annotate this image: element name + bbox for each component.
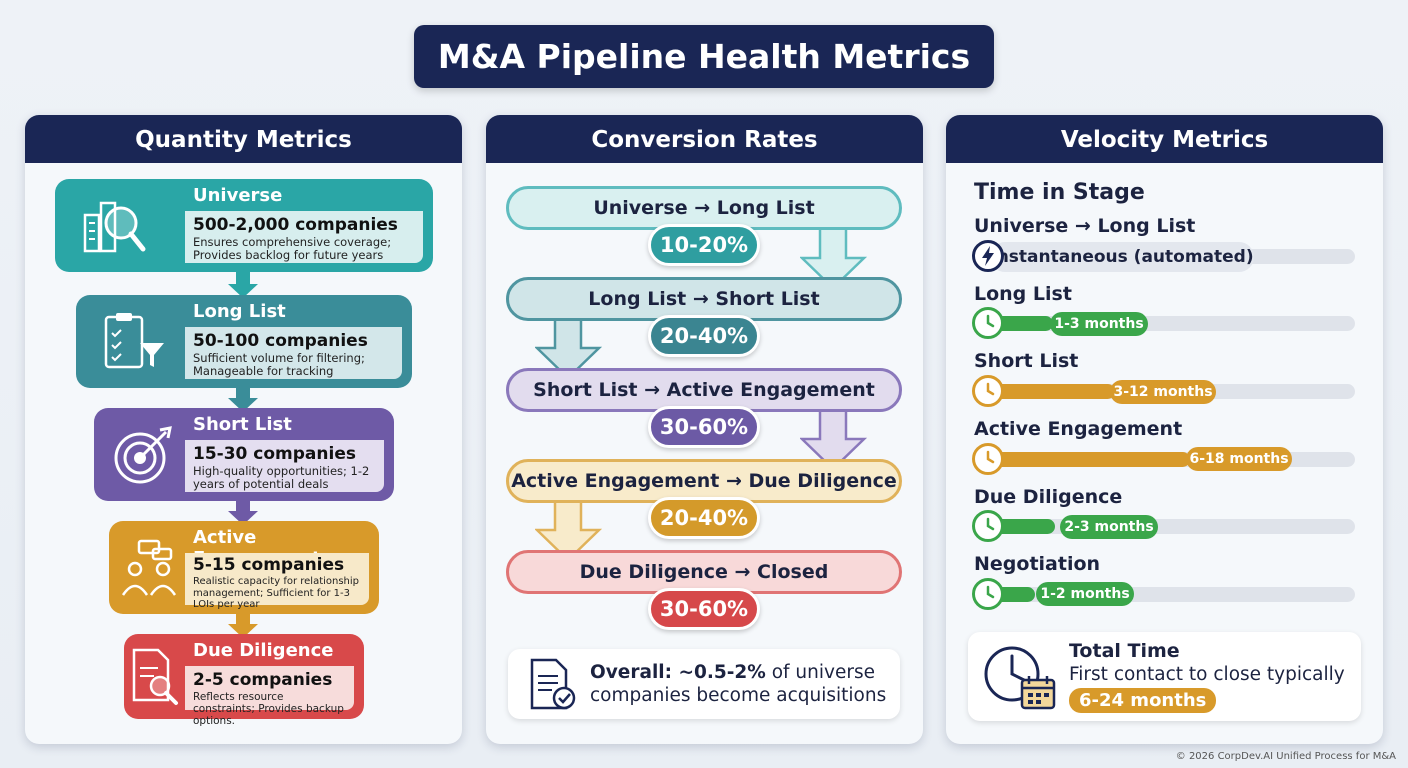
stage-count: 5-15 companies bbox=[193, 555, 345, 575]
velocity-stage-label: Short List bbox=[974, 350, 1079, 372]
conversion-stage: Universe → Long List bbox=[506, 186, 902, 230]
footer-copyright: © 2026 CorpDev.AI Unified Process for M&… bbox=[1175, 751, 1396, 762]
document-check-icon bbox=[530, 658, 576, 710]
total-time-title: Total Time bbox=[1069, 640, 1180, 662]
velocity-duration-badge: 1-2 months bbox=[1036, 582, 1134, 606]
target-icon bbox=[114, 426, 172, 484]
stage-count: 15-30 companies bbox=[193, 444, 356, 464]
down-arrow-icon bbox=[228, 499, 258, 525]
conversion-rate-badge: 20-40% bbox=[648, 497, 760, 539]
total-time-card: Total Time First contact to close typica… bbox=[968, 632, 1361, 721]
velocity-duration-badge: 1-3 months bbox=[1050, 312, 1148, 336]
stage-description: Sufficient volume for filtering; Managea… bbox=[193, 351, 365, 378]
overall-rate: Overall: ~0.5-2% bbox=[590, 662, 766, 683]
velocity-duration-badge: 3-12 months bbox=[1110, 380, 1216, 404]
clock-calendar-icon bbox=[984, 646, 1056, 710]
clock-icon bbox=[972, 375, 1004, 407]
conversion-rate-badge: 20-40% bbox=[648, 315, 760, 357]
velocity-duration-badge: 2-3 months bbox=[1060, 515, 1158, 539]
quantity-card-universe: Universe 500-2,000 companies Ensures com… bbox=[55, 179, 433, 272]
meeting-icon bbox=[121, 539, 177, 596]
velocity-stage-label: Active Engagement bbox=[974, 418, 1183, 440]
velocity-stage-label: Long List bbox=[974, 283, 1072, 305]
velocity-stage-label: Universe → Long List bbox=[974, 215, 1196, 237]
quantity-card-active-engagement: Active Engagement 5-15 companies Realist… bbox=[109, 521, 379, 614]
stage-count: 500-2,000 companies bbox=[193, 215, 398, 235]
overall-conversion-card: Overall: ~0.5-2% of universe companies b… bbox=[508, 649, 900, 719]
stage-count: 2-5 companies bbox=[193, 670, 333, 690]
quantity-card-short-list: Short List 15-30 companies High-quality … bbox=[94, 408, 394, 501]
clock-icon bbox=[972, 578, 1004, 610]
conversion-stage: Short List → Active Engagement bbox=[506, 368, 902, 412]
conversion-rate-badge: 10-20% bbox=[648, 224, 760, 266]
velocity-fill bbox=[975, 384, 1115, 399]
stage-name: Due Diligence bbox=[193, 640, 334, 661]
velocity-stage-label: Negotiation bbox=[974, 553, 1101, 575]
velocity-panel-heading: Velocity Metrics bbox=[946, 115, 1383, 163]
conversion-panel-heading: Conversion Rates bbox=[486, 115, 923, 163]
quantity-panel-heading: Quantity Metrics bbox=[25, 115, 462, 163]
stage-name: Short List bbox=[193, 414, 292, 435]
stage-name: Universe bbox=[193, 185, 283, 206]
stage-description: Realistic capacity for relationship mana… bbox=[193, 576, 360, 610]
time-in-stage-heading: Time in Stage bbox=[974, 180, 1145, 205]
clipboard-filter-icon bbox=[104, 313, 164, 369]
clock-icon bbox=[972, 510, 1004, 542]
conversion-rate-badge: 30-60% bbox=[648, 406, 760, 448]
document-magnifier-icon bbox=[132, 648, 178, 705]
clock-icon bbox=[972, 443, 1004, 475]
stage-description: High-quality opportunities; 1-2 years of… bbox=[193, 464, 370, 491]
stage-description: Ensures comprehensive coverage; Provides… bbox=[193, 235, 392, 262]
velocity-stage-label: Due Diligence bbox=[974, 486, 1123, 508]
overall-text: of universe bbox=[765, 662, 875, 683]
stage-description: Reflects resource constraints; Provides … bbox=[193, 691, 344, 727]
total-time-description: First contact to close typically bbox=[1069, 664, 1345, 685]
conversion-rate-badge: 30-60% bbox=[648, 588, 760, 630]
velocity-duration-badge: Instantaneous (automated) bbox=[990, 242, 1254, 272]
quantity-card-due-diligence: Due Diligence 2-5 companies Reflects res… bbox=[124, 634, 364, 727]
quantity-card-long-list: Long List 50-100 companies Sufficient vo… bbox=[76, 295, 412, 388]
clock-icon bbox=[972, 307, 1004, 339]
search-buildings-icon bbox=[83, 201, 146, 253]
total-time-badge: 6-24 months bbox=[1069, 688, 1217, 713]
page-title: M&A Pipeline Health Metrics bbox=[414, 25, 994, 88]
down-arrow-icon bbox=[228, 612, 258, 638]
stage-count: 50-100 companies bbox=[193, 331, 368, 351]
stage-name: Long List bbox=[193, 301, 286, 322]
overall-text-line2: companies become acquisitions bbox=[590, 685, 887, 706]
velocity-fill bbox=[975, 452, 1190, 467]
down-arrow-icon bbox=[228, 272, 258, 298]
lightning-icon bbox=[972, 240, 1004, 272]
down-arrow-icon bbox=[228, 386, 258, 412]
velocity-duration-badge: 6-18 months bbox=[1186, 447, 1292, 471]
